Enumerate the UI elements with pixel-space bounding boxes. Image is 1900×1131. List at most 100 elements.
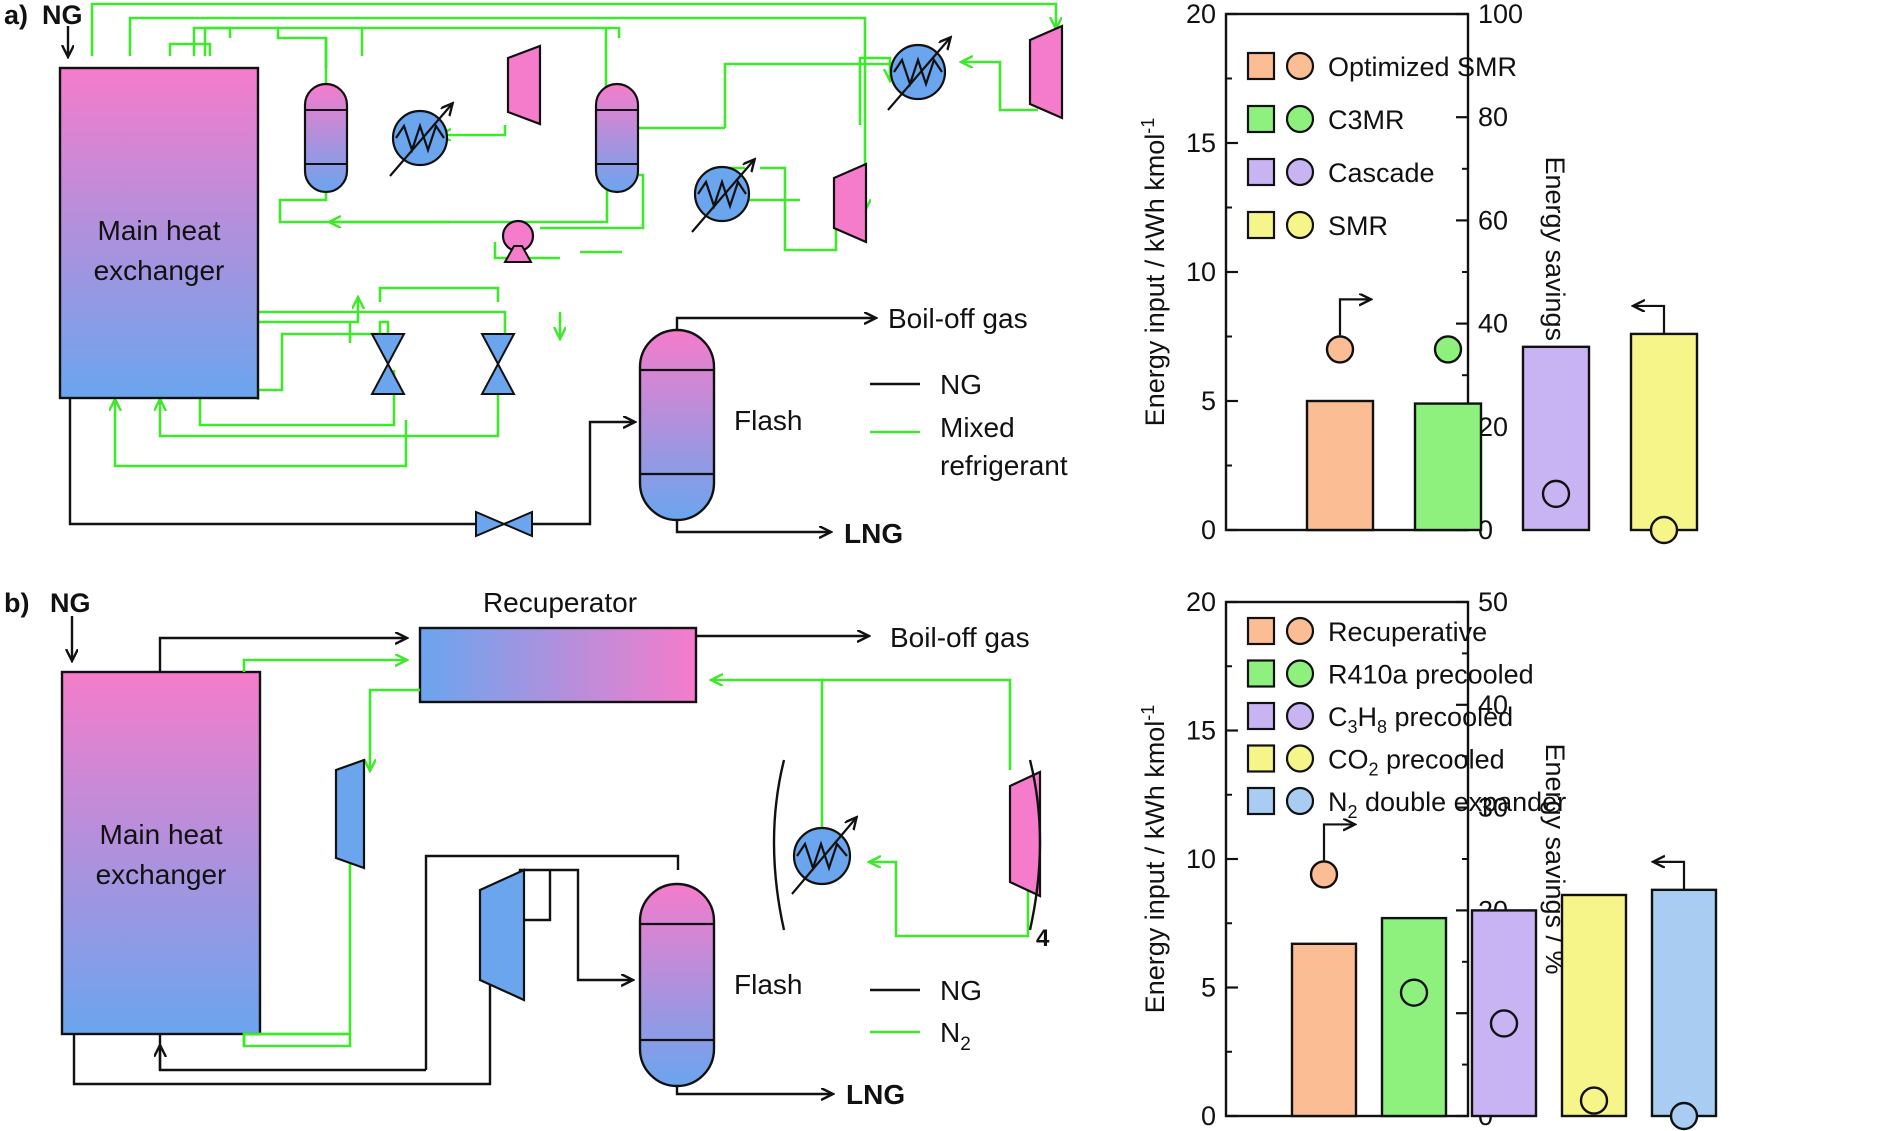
flash-drum-a: [638, 328, 716, 522]
y-tick-label-left: 5: [1201, 386, 1216, 416]
legend-mr-a-line2: refrigerant: [940, 450, 1068, 481]
legend-marker-3: [1285, 744, 1315, 773]
legend-swatch-0: [1246, 51, 1276, 81]
savings-marker-2: [1541, 479, 1571, 509]
legend-label-3: CO2 precooled: [1328, 745, 1505, 780]
y-tick-label-left: 5: [1201, 973, 1216, 1003]
repeat-count: 4: [1036, 925, 1050, 952]
bar-1: [1413, 402, 1483, 532]
main-heat-exchanger-a: [58, 66, 260, 400]
lng-label-a: LNG: [844, 518, 903, 549]
boil-off-label-a: Boil-off gas: [888, 303, 1028, 334]
y-tick-label-right: 60: [1478, 205, 1508, 235]
left-axis-arrow: [1654, 862, 1686, 890]
cooler-icon: [389, 104, 452, 177]
legend-label-1: C3MR: [1328, 105, 1405, 135]
y-tick-label-left: 20: [1186, 587, 1216, 617]
compressor-icon: [1028, 24, 1064, 120]
flash-label-a: Flash: [734, 405, 802, 436]
legend-marker-4: [1285, 786, 1315, 816]
bar-0: [1305, 399, 1375, 532]
expander-icon: [478, 868, 526, 1002]
legend-marker-3: [1285, 210, 1315, 240]
main-heat-exchanger-b: [60, 670, 262, 1036]
recuperator-label: Recuperator: [483, 587, 637, 618]
expander-icon: [334, 758, 366, 870]
legend-swatch-2: [1246, 157, 1276, 187]
lng-valve-icon: [475, 510, 533, 538]
legend-swatch-0: [1246, 616, 1276, 646]
panel-a-label: a): [4, 0, 28, 30]
y-tick-label-right: 40: [1478, 690, 1508, 720]
legend-swatch-4: [1246, 786, 1276, 816]
legend-marker-0: [1285, 51, 1315, 81]
panel-b-ng-label: NG: [50, 588, 91, 618]
legend-mr-a-line1: Mixed: [940, 412, 1015, 443]
y-tick-label-left: 20: [1186, 0, 1216, 29]
legend-ng-b: NG: [940, 975, 982, 1006]
flash-label-b: Flash: [734, 969, 802, 1000]
savings-marker-2: [1489, 1009, 1519, 1038]
legend-n2-b: N2: [940, 1017, 971, 1055]
left-axis-arrow: [1634, 306, 1666, 334]
y-tick-label-right: 20: [1478, 412, 1508, 442]
panel-a-ng-label: NG: [42, 0, 83, 30]
lng-label-b: LNG: [846, 1079, 905, 1110]
bar-0: [1290, 942, 1358, 1118]
legend-swatch-3: [1246, 744, 1276, 773]
legend-swatch-2: [1246, 701, 1276, 731]
y-tick-label-left: 15: [1186, 128, 1216, 158]
panel-b-label: b): [4, 588, 29, 618]
panel-b-flowsheet: b) NG Recuperator Boil-off gas Main heat…: [4, 587, 1050, 1110]
compressor-icon: [1008, 770, 1042, 898]
chart-b: 0510152001020304050Energy input / kWh km…: [1138, 587, 1718, 1131]
legend-marker-0: [1285, 616, 1315, 646]
ng-line-a: [68, 398, 476, 526]
compressor-icon: [832, 162, 868, 244]
mhe-b-line1: Main heat: [100, 819, 223, 850]
separator-drum-a1: [303, 82, 349, 194]
cooler-icon: [887, 38, 950, 111]
y-axis-label-left: Energy input / kWh kmol-1: [1138, 705, 1170, 1014]
savings-marker-1: [1433, 335, 1463, 364]
legend-swatch-1: [1246, 104, 1276, 134]
mhe-a-line2: exchanger: [94, 255, 225, 286]
cooler-icon: [791, 818, 856, 895]
pump-icon: [501, 219, 535, 263]
right-axis-arrow: [1322, 824, 1354, 861]
legend-marker-1: [1285, 104, 1315, 134]
y-tick-label-left: 0: [1201, 515, 1216, 545]
legend-label-2: C3H8 precooled: [1328, 702, 1513, 737]
legend-label-2: Cascade: [1328, 158, 1435, 188]
compressor-icon: [506, 44, 542, 126]
savings-marker-3: [1579, 1086, 1609, 1115]
expansion-valve-icon: [370, 333, 406, 395]
legend-label-3: SMR: [1328, 211, 1388, 241]
y-tick-label-right: 100: [1478, 0, 1523, 29]
legend-swatch-1: [1246, 659, 1276, 688]
savings-marker-0: [1325, 335, 1355, 364]
mhe-a-line1: Main heat: [98, 215, 221, 246]
legend-marker-1: [1285, 659, 1315, 688]
legend-marker-2: [1285, 157, 1315, 187]
boil-off-label-b: Boil-off gas: [890, 622, 1030, 653]
mhe-b-line2: exchanger: [96, 859, 227, 890]
legend-label-0: Optimized SMR: [1328, 52, 1517, 82]
legend-ng-a: NG: [940, 369, 982, 400]
legend-label-1: R410a precooled: [1328, 660, 1534, 690]
y-tick-label-left: 15: [1186, 716, 1216, 746]
panel-a-flowsheet: a) NG: [4, 0, 1068, 549]
savings-marker-3: [1649, 515, 1679, 545]
panel-a-refrigerant-lines: [90, 2, 1056, 468]
bar-3: [1560, 893, 1628, 1118]
y-tick-label-left: 0: [1201, 1101, 1216, 1131]
y-tick-label-right: 40: [1478, 309, 1508, 339]
y-tick-label-right: 50: [1478, 587, 1508, 617]
separator-drum-a2: [594, 82, 640, 194]
repeat-bracket-right: [1028, 759, 1042, 931]
savings-marker-1: [1399, 978, 1429, 1007]
legend-swatch-3: [1246, 210, 1276, 240]
bar-4: [1650, 888, 1718, 1118]
